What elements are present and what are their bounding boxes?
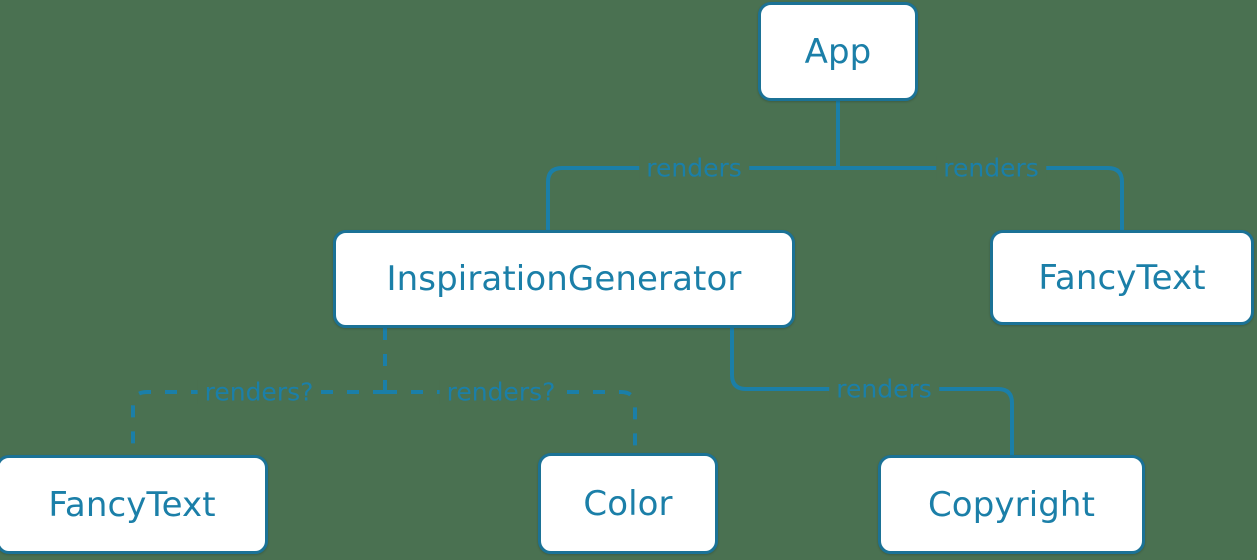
node-fancytext-right-label: FancyText (1038, 257, 1206, 298)
node-fancytext-right[interactable]: FancyText (990, 230, 1254, 325)
node-fancytext-bottom-label: FancyText (48, 484, 216, 525)
edge-label-inspiration-generator-to-copyright: renders (829, 376, 939, 402)
edge-label-inspiration-generator-to-fancytext-bottom: renders? (197, 379, 321, 405)
edge-inspiration-generator-to-color (385, 390, 637, 453)
node-app[interactable]: App (758, 2, 918, 101)
node-fancytext-bottom[interactable]: FancyText (0, 455, 268, 554)
edge-inspiration-generator-to-fancytext-bottom (131, 390, 385, 455)
edge-app-to-fancytext-right (836, 166, 1124, 232)
node-inspiration-generator[interactable]: InspirationGenerator (333, 230, 795, 328)
edge-label-app-to-inspiration-generator: renders (639, 155, 749, 181)
edge-app-to-inspiration-generator (546, 166, 840, 232)
edge-label-app-to-fancytext-right: renders (936, 155, 1046, 181)
node-app-label: App (804, 31, 872, 72)
node-copyright-label: Copyright (927, 484, 1096, 525)
node-color[interactable]: Color (538, 453, 718, 554)
node-copyright[interactable]: Copyright (878, 455, 1145, 554)
node-inspiration-generator-label: InspirationGenerator (386, 259, 742, 299)
edge-label-inspiration-generator-to-color: renders? (439, 379, 563, 405)
node-color-label: Color (583, 483, 673, 524)
